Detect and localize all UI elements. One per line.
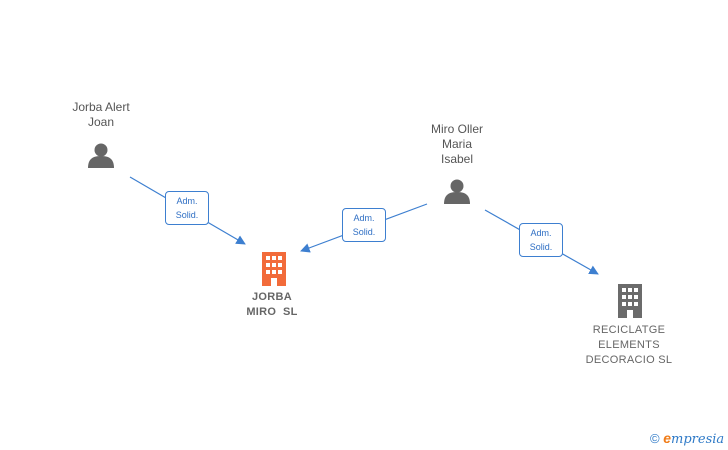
relation-label-line: Solid. [352,227,376,237]
person-name-line: Maria [441,137,472,151]
person-name-line: Joan [87,115,115,129]
relation-label-adm-solid: Adm. Solid. [165,191,209,225]
relation-label-adm-solid: Adm. Solid. [342,208,386,242]
person-name-jorba-alert-joan[interactable]: Jorba Alert Joan [46,100,156,130]
person-name-line: Isabel [440,152,474,166]
relation-label-line: Adm. [176,196,198,206]
person-icon[interactable] [444,179,470,205]
building-icon[interactable] [618,284,642,318]
person-name-miro-oller-maria-isabel[interactable]: Miro Oller Maria Isabel [402,122,512,167]
building-icon[interactable] [262,252,286,286]
company-name-line: JORBA [251,291,292,303]
company-name-jorba-miro-sl[interactable]: JORBA MIRO SL [222,290,322,320]
company-name-line: RECICLATGE [592,324,666,336]
relation-label-line: Adm. [353,213,375,223]
brand-name: mpresia [671,432,725,447]
company-name-line: DECORACIO SL [585,354,673,366]
person-name-line: Jorba Alert [72,100,130,114]
company-name-line: MIRO SL [246,306,298,318]
person-name-line: Miro Oller [430,122,483,136]
copyright-icon: © [650,431,660,446]
relation-label-line: Adm. [530,228,552,238]
person-icon[interactable] [88,143,114,169]
company-name-reciclatge-elements-decoracio-sl[interactable]: RECICLATGE ELEMENTS DECORACIO SL [574,323,684,368]
relation-label-adm-solid: Adm. Solid. [519,223,563,257]
brand-watermark: © empresia [650,430,724,447]
company-name-line: ELEMENTS [598,339,660,351]
relation-label-line: Solid. [529,242,553,252]
relation-label-line: Solid. [175,210,199,220]
brand-initial: e [663,430,672,446]
